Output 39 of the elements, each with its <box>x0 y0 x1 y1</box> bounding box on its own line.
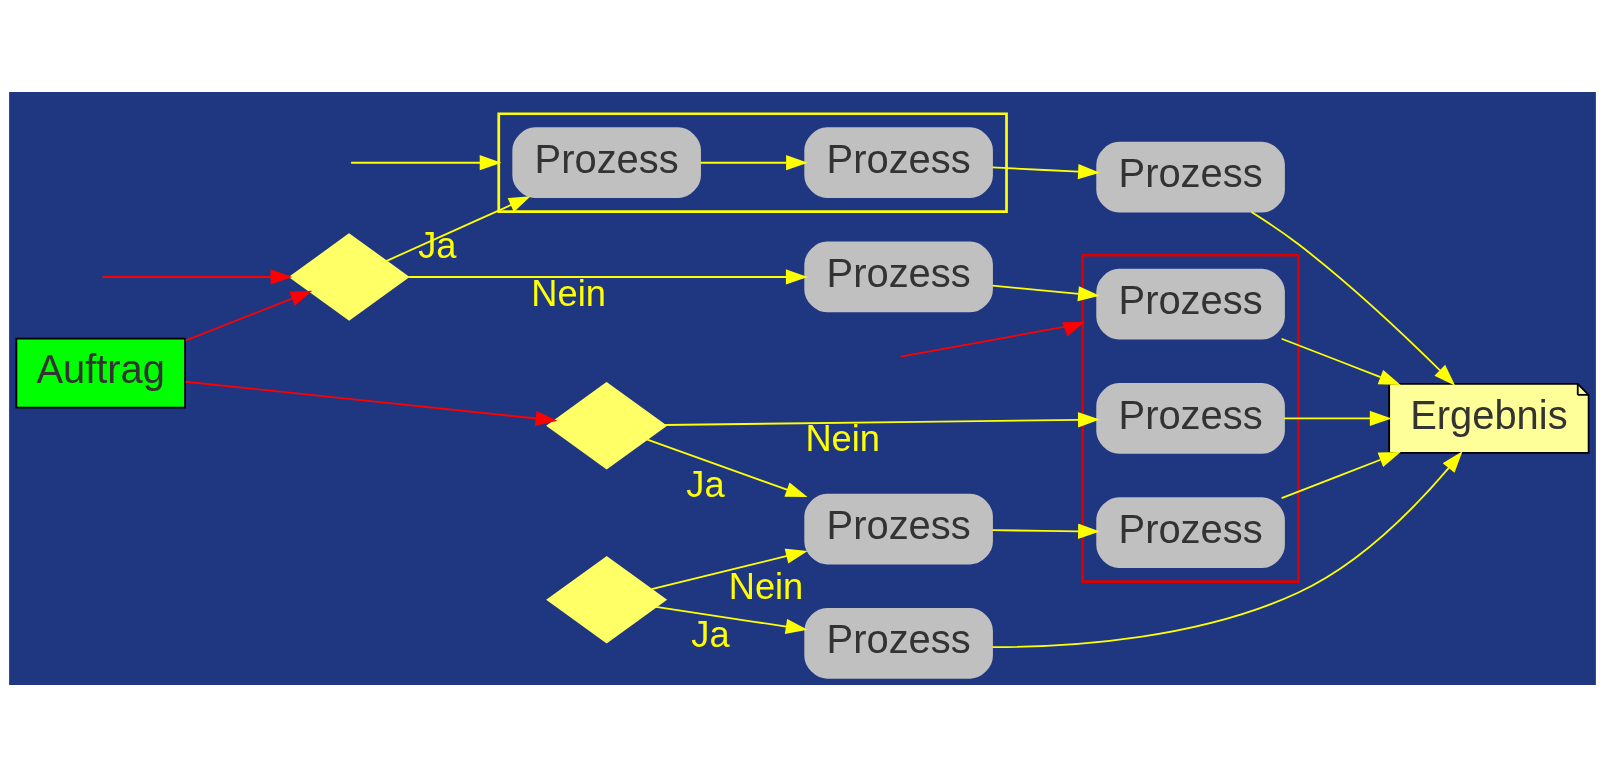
edge-label: Ja <box>418 225 457 267</box>
arrow <box>991 284 1100 302</box>
arrow <box>1280 451 1401 499</box>
arrow <box>699 155 808 171</box>
arrow <box>991 451 1463 649</box>
node-box: Prozess <box>804 241 993 313</box>
node-diamond <box>546 381 668 470</box>
arrow <box>899 321 1086 358</box>
edge-label: Nein <box>805 418 881 460</box>
node-box: Prozess <box>1096 141 1285 213</box>
arrow <box>350 155 502 171</box>
arrow <box>991 523 1100 539</box>
arrow <box>1283 410 1392 427</box>
edge-label: Ja <box>686 463 725 505</box>
arrow <box>991 164 1100 180</box>
arrow <box>650 548 808 591</box>
arrow <box>184 380 558 426</box>
node-box: Prozess <box>804 493 993 565</box>
arrow <box>385 196 531 262</box>
node-box: Auftrag <box>15 337 186 409</box>
node-box: Prozess <box>804 607 993 679</box>
cluster <box>1081 253 1300 583</box>
node-box: Prozess <box>1096 383 1285 454</box>
node-box: Prozess <box>804 127 993 199</box>
edge-label: Nein <box>728 566 804 608</box>
node-diamond <box>546 556 668 644</box>
arrow <box>1280 337 1401 385</box>
arrow <box>663 412 1100 428</box>
node-box: Prozess <box>512 127 701 199</box>
arrow <box>184 290 313 342</box>
arrow <box>655 606 808 635</box>
node-box: Prozess <box>1096 268 1285 340</box>
arrow <box>101 269 293 285</box>
arrow <box>407 269 808 285</box>
edge-label: Nein <box>531 272 606 314</box>
arrow <box>645 438 808 497</box>
node-box: Prozess <box>1096 497 1285 569</box>
edge-label: Ja <box>691 614 730 656</box>
arrow <box>1250 211 1456 386</box>
